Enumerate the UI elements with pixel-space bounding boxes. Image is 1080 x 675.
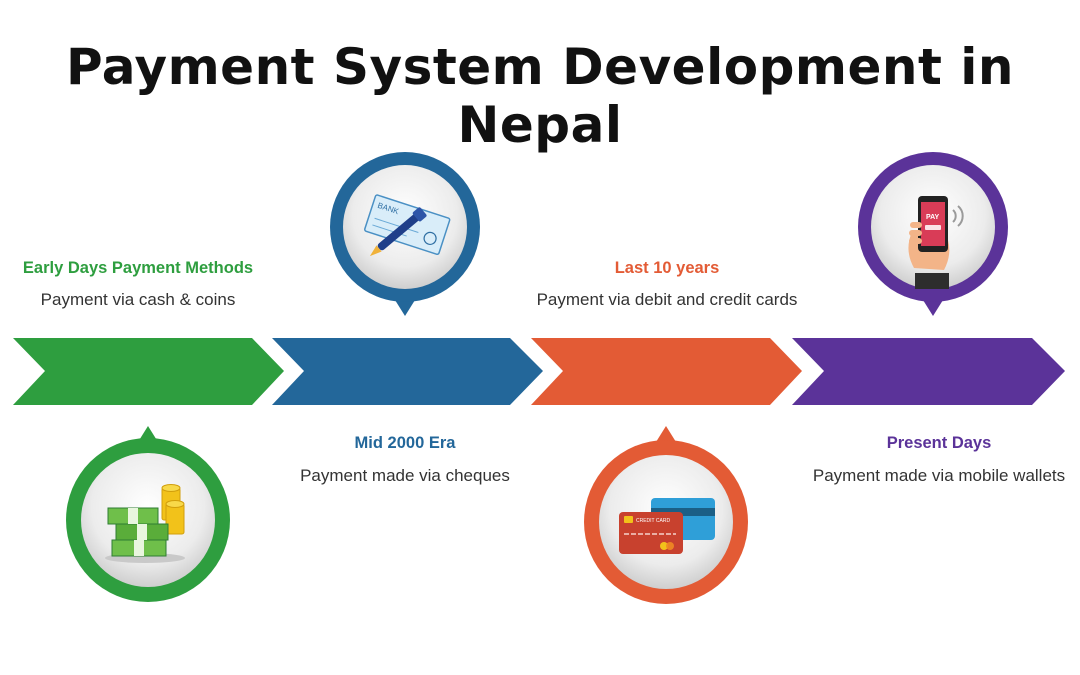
credit-cards-icon: CREDIT CARD <box>619 498 715 554</box>
credit-card-text: CREDIT CARD <box>636 518 670 524</box>
stage-1-pin <box>66 426 230 602</box>
stage-4-heading: Present Days <box>886 434 992 452</box>
stage-1-description: Payment via cash & coins <box>40 290 236 309</box>
chevron-mid-2000 <box>272 338 543 405</box>
chevron-early-days <box>13 338 284 405</box>
stage-4-pin: PAY <box>858 152 1008 316</box>
stage-3-description: Payment via debit and credit cards <box>536 290 798 309</box>
chevron-present-days <box>792 338 1065 405</box>
stage-1-heading: Early Days Payment Methods <box>22 259 254 277</box>
mobile-payment-icon: PAY <box>908 196 964 289</box>
stage-2-pin: BANK <box>330 152 480 316</box>
stage-3-heading: Last 10 years <box>614 259 720 277</box>
cash-and-coins-icon <box>105 484 185 563</box>
stage-3-pin: CREDIT CARD <box>584 426 748 604</box>
bank-cheque-pen-icon: BANK <box>364 194 451 257</box>
page-title: Payment System Development in Nepal <box>65 38 1015 154</box>
stage-2-description: Payment made via cheques <box>300 466 510 485</box>
stage-2-heading: Mid 2000 Era <box>354 434 456 452</box>
stage-4-description: Payment made via mobile wallets <box>812 466 1066 485</box>
pay-text: PAY <box>926 214 940 221</box>
chevron-last-10-years <box>531 338 802 405</box>
